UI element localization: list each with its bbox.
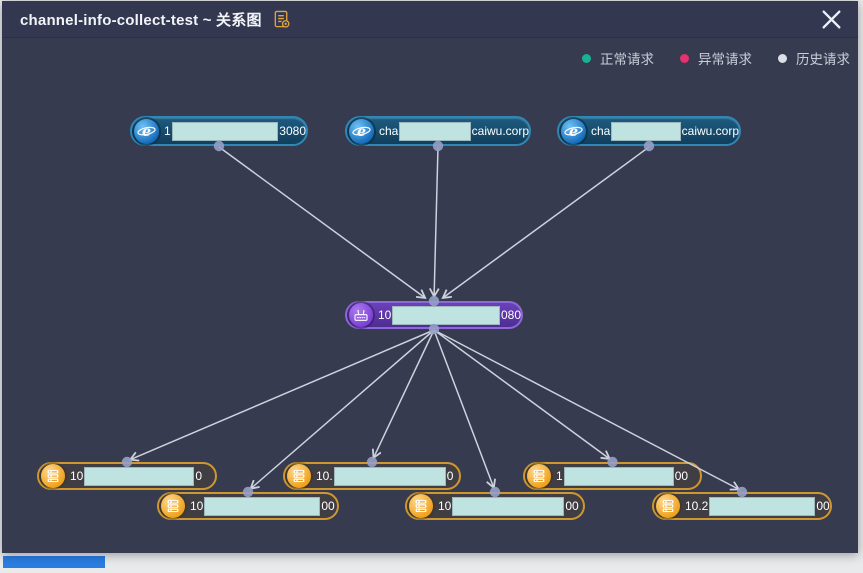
node-label-suffix: 0: [446, 469, 454, 483]
dialog-header: channel-info-collect-test ~ 关系图: [2, 1, 858, 38]
redacted-text: [171, 121, 279, 141]
edge-gw-db1: [131, 329, 435, 459]
close-button[interactable]: [816, 4, 846, 34]
redacted-text: [204, 496, 321, 516]
node-label-suffix: 00: [816, 499, 830, 513]
node-label-suffix: 080: [500, 308, 521, 322]
close-x-icon: [821, 9, 841, 29]
node-label-suffix: 00: [565, 499, 579, 513]
redacted-text: [709, 496, 816, 516]
graph-node-db3[interactable]: 1 00: [523, 462, 702, 490]
node-label-suffix: 0: [195, 469, 203, 483]
graph-node-db4[interactable]: 10 00: [157, 492, 339, 520]
svg-text:e: e: [569, 123, 578, 139]
redacted-text: [399, 121, 471, 141]
dialog-title: channel-info-collect-test ~ 关系图: [20, 11, 262, 29]
edge-web3-gw: [443, 146, 650, 298]
svg-text:e: e: [142, 123, 151, 139]
node-label-prefix: 10.: [316, 469, 333, 483]
node-label-suffix: 00: [674, 469, 689, 483]
graph-node-db5[interactable]: 10 00: [405, 492, 585, 520]
graph-node-db1[interactable]: 10 0: [37, 462, 217, 490]
relation-graph-dialog: channel-info-collect-test ~ 关系图 正常请求 异常请求…: [2, 1, 858, 553]
database-icon: [527, 464, 551, 488]
redacted-text: [84, 466, 195, 486]
ie-browser-icon: e: [134, 118, 159, 144]
node-label-prefix: 10: [378, 308, 392, 322]
document-report-icon[interactable]: [272, 10, 291, 29]
ie-browser-icon: e: [349, 118, 374, 144]
node-label-prefix: 1: [556, 469, 563, 483]
node-label-suffix: 3080: [279, 124, 306, 138]
legend-dot: [680, 53, 689, 63]
edge-web1-gw: [218, 146, 425, 298]
graph-node-db2[interactable]: 10.0: [283, 462, 461, 490]
graph-node-db6[interactable]: 10.2 00: [652, 492, 832, 520]
node-label-suffix: caiwu.corp: [681, 124, 739, 138]
database-icon: [161, 494, 185, 518]
legend-label: 异常请求: [698, 52, 752, 67]
node-label-prefix: 1: [164, 124, 171, 138]
node-label-prefix: 10.2: [685, 499, 709, 513]
node-label-prefix: 10: [190, 499, 204, 513]
redacted-text: [563, 466, 674, 486]
database-icon: [41, 464, 65, 488]
legend-label: 正常请求: [600, 52, 654, 67]
database-icon: [656, 494, 680, 518]
node-label-prefix: cha: [591, 124, 611, 138]
node-label-suffix: 00: [321, 499, 335, 513]
node-label-prefix: 10: [70, 469, 84, 483]
redacted-text: [611, 121, 681, 141]
node-label-suffix: caiwu.corp: [471, 124, 529, 138]
redacted-text: [392, 305, 500, 325]
legend-dot: [582, 53, 591, 63]
redacted-text: [452, 496, 565, 516]
legend-item-1[interactable]: 异常请求: [680, 48, 752, 68]
legend-label: 历史请求: [796, 52, 850, 67]
legend-dot: [778, 53, 787, 63]
legend-item-0[interactable]: 正常请求: [582, 48, 654, 68]
edge-gw-db2: [374, 329, 435, 457]
ie-browser-icon: e: [561, 118, 586, 144]
legend: 正常请求 异常请求 历史请求: [556, 48, 850, 68]
redacted-text: [333, 466, 446, 486]
svg-text:e: e: [357, 123, 366, 139]
node-label-prefix: cha: [379, 124, 399, 138]
background-page-fragment: [3, 556, 105, 568]
node-label-prefix: 10: [438, 499, 452, 513]
database-icon: [409, 494, 433, 518]
database-icon: [287, 464, 311, 488]
router-icon: [349, 303, 373, 327]
edge-gw-db3: [433, 329, 609, 459]
legend-item-2[interactable]: 历史请求: [778, 48, 850, 68]
graph-node-gw[interactable]: 10 080: [345, 301, 523, 329]
edge-web2-gw: [434, 146, 438, 296]
